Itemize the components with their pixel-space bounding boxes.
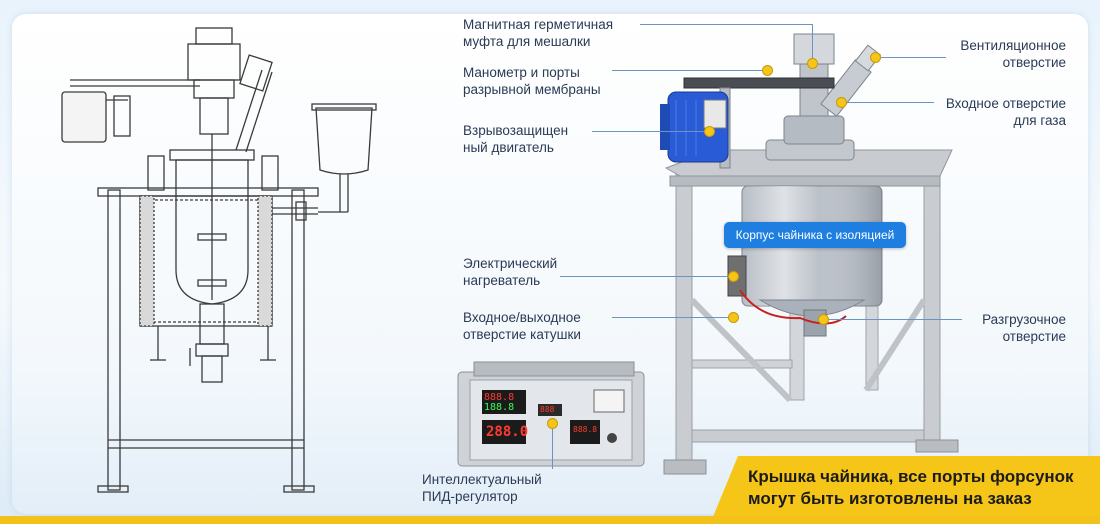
label-gas-inlet: Входное отверстие для газа xyxy=(945,96,1066,128)
label-motor: Взрывозащищен ный двигатель xyxy=(463,123,569,155)
dot-heater xyxy=(728,271,739,282)
custom-banner-text: Крышка чайника, все порты форсунок могут… xyxy=(748,467,1074,508)
line-discharge xyxy=(824,319,962,320)
dot-gas-inlet xyxy=(836,97,847,108)
label-heater: Электрический нагреватель xyxy=(463,256,558,288)
pid-display-1b: 188.8 xyxy=(484,402,515,413)
pid-display-4: 888.8 xyxy=(573,425,598,434)
dot-magnetic-coupling xyxy=(807,58,818,69)
label-vent: Вентиляционное отверстие xyxy=(960,38,1066,70)
reactor-schematic xyxy=(61,27,377,493)
line-magnetic-coupling-v xyxy=(812,24,813,60)
pid-display-3: 888 xyxy=(540,405,555,414)
dot-motor xyxy=(704,126,715,137)
line-gas-inlet xyxy=(842,102,934,103)
pid-display-1: 888.8 xyxy=(484,392,515,403)
dot-manometer xyxy=(762,65,773,76)
bottom-stripe xyxy=(0,516,1100,524)
line-heater xyxy=(560,276,732,277)
label-discharge: Разгрузочное отверстие xyxy=(982,312,1066,344)
line-magnetic-coupling xyxy=(640,24,813,25)
line-manometer xyxy=(612,70,764,71)
dot-pid xyxy=(547,418,558,429)
line-motor xyxy=(592,131,708,132)
reactor-photo xyxy=(660,33,959,475)
custom-banner xyxy=(710,456,1100,524)
label-coil-port: Входное/выходное отверстие катушки xyxy=(463,310,581,342)
label-manometer: Манометр и порты разрывной мембраны xyxy=(463,65,601,97)
pid-controller xyxy=(457,361,645,467)
dot-coil-port xyxy=(728,312,739,323)
insulated-body-badge: Корпус чайника с изоляцией xyxy=(724,222,906,248)
line-pid xyxy=(552,423,553,469)
line-coil-port xyxy=(612,317,732,318)
label-pid: Интеллектуальный ПИД-регулятор xyxy=(422,472,542,504)
dot-discharge xyxy=(818,314,829,325)
label-magnetic-coupling: Магнитная герметичная муфта для мешалки xyxy=(463,17,614,49)
dot-vent xyxy=(870,52,881,63)
line-vent xyxy=(876,57,946,58)
pid-display-2: 288.0 xyxy=(486,424,529,440)
